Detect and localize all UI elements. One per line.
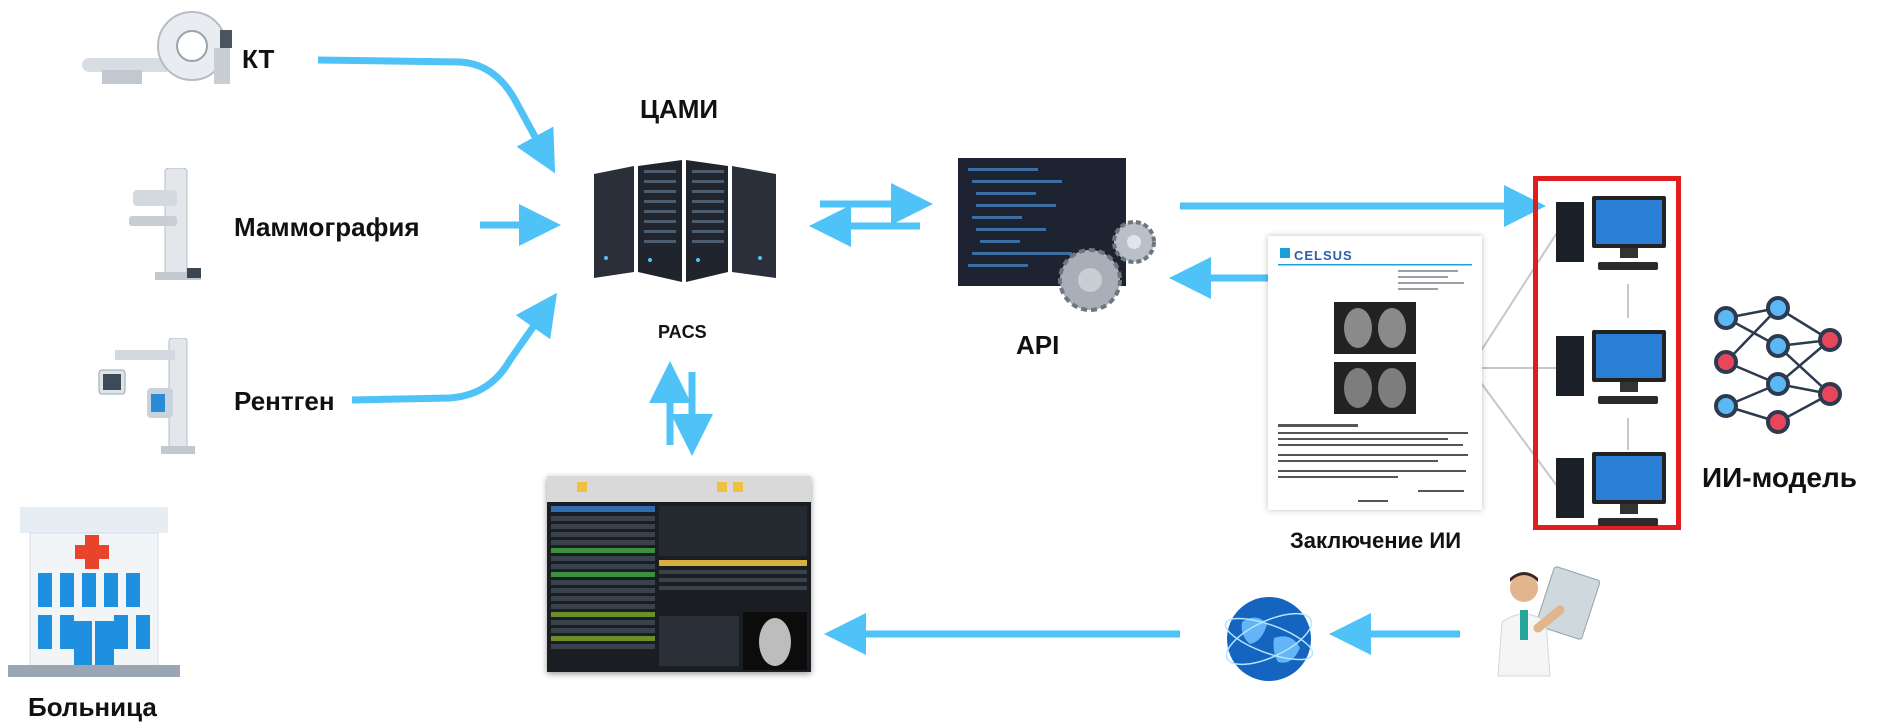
xray-machine-icon — [95, 337, 205, 456]
label-api: API — [1016, 330, 1060, 360]
mammography-machine-icon — [125, 167, 205, 284]
label-cami: ЦАМИ — [640, 94, 719, 124]
neural-network-icon — [1698, 296, 1858, 446]
label-pacs: PACS — [658, 322, 707, 342]
pacs-viewer-icon — [547, 476, 811, 672]
server-rack-icon — [590, 160, 780, 288]
label-ai-model: ИИ-модель — [1702, 462, 1857, 493]
label-xray: Рентген — [234, 386, 335, 416]
arrow-kt-to-cami — [317, 56, 556, 174]
computer-workstation-icon — [1556, 196, 1674, 276]
hospital-icon — [8, 505, 180, 680]
label-mammography: Маммография — [234, 212, 420, 242]
globe-icon — [1222, 592, 1316, 686]
celsus-logo: CELSUS — [1294, 248, 1353, 263]
computer-workstation-icon — [1556, 330, 1674, 410]
report-document-icon: CELSUS — [1268, 236, 1482, 510]
report-links — [1469, 227, 1629, 491]
computer-workstation-icon — [1556, 452, 1674, 532]
doctor-icon — [1494, 566, 1601, 678]
ai-cluster-box — [1533, 176, 1681, 530]
arrow-xray-to-cami — [351, 292, 558, 404]
label-ai-conclusion: Заключение ИИ — [1290, 528, 1462, 553]
label-hospital: Больница — [28, 692, 157, 722]
ct-scanner-icon — [82, 8, 232, 90]
code-gear-icon — [958, 158, 1168, 318]
label-kt: КТ — [242, 44, 275, 74]
